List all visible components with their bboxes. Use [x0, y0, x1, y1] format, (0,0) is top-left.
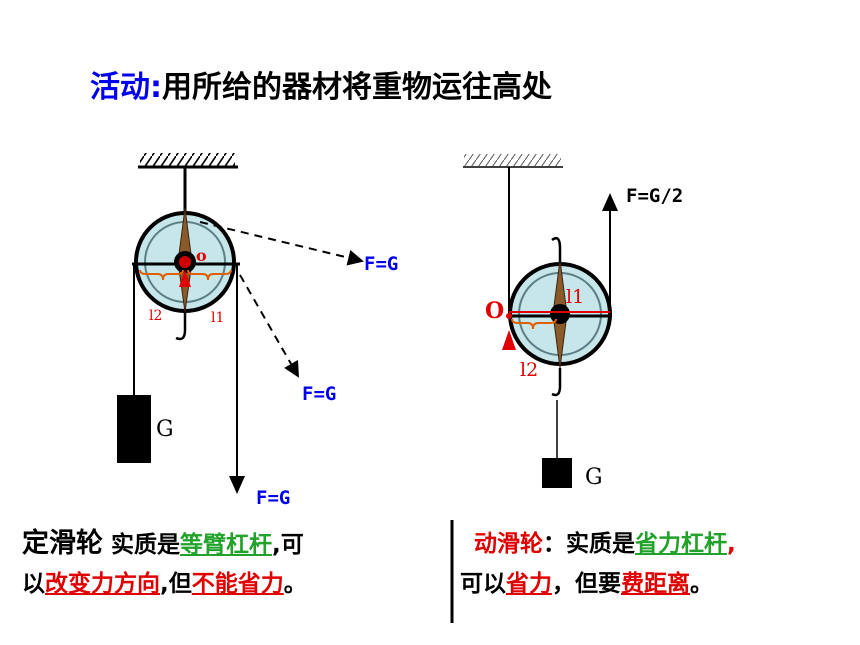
fixed-pulley-name: 定滑轮 [22, 528, 103, 559]
summary-left-line2: 以改变力方向,但不能省力。 [22, 566, 307, 604]
movable-force-label: F=G/2 [626, 185, 683, 207]
fixed-force-label-3: F=G [256, 487, 290, 509]
fixed-force-label-1: F=G [364, 253, 398, 275]
fixed-arm-brace-left [139, 269, 184, 281]
summary-left-change-direction: 改变力方向 [45, 571, 160, 597]
title-colon: : [150, 70, 162, 105]
summary-left-t4: 以 [22, 571, 45, 597]
movable-top-hook [551, 237, 562, 262]
summary-right-line1: 动滑轮：实质是省力杠杆, [474, 526, 736, 564]
page-title: 活动:用所给的器材将重物运往高处 [90, 62, 552, 106]
fixed-force-line-diagonal [239, 274, 299, 378]
movable-ceiling-hatch [464, 154, 561, 166]
summary-left-t3: ,可 [272, 532, 304, 558]
movable-arm-brace [511, 318, 557, 330]
summary-right-force-saving-lever: 省力杠杆 [635, 531, 727, 557]
fixed-arm-l2-label: l2 [149, 308, 162, 324]
summary-right-t4: 可以 [460, 571, 506, 597]
fixed-weight-block [117, 395, 151, 463]
summary-right-t3: , [727, 531, 736, 557]
summary-right-line2: 可以省力，但要费距离。 [460, 566, 713, 604]
fixed-fulcrum-marker [179, 270, 191, 287]
fixed-pivot-label: o [196, 246, 207, 265]
movable-arm-l1-label: l1 [566, 286, 584, 308]
summary-left-t1: 实质是 [111, 532, 181, 558]
movable-pivot-label: O [485, 298, 504, 324]
fixed-ceiling-hatch [140, 153, 235, 166]
summary-right-save-force: 省力 [506, 571, 552, 597]
summary-right-t1: ：实质是 [543, 531, 635, 557]
title-rest: 用所给的器材将重物运往高处 [162, 70, 552, 105]
summary-left-t8: 。 [283, 571, 307, 597]
summary-right-t6: ，但要 [552, 571, 621, 597]
summary-right-t8: 。 [690, 571, 713, 597]
summary-left-t6: ,但 [160, 571, 192, 597]
summary-left-no-save-force: 不能省力 [191, 571, 284, 597]
summary-right-cost-distance: 费距离 [621, 571, 690, 597]
movable-arm-l2-label: l2 [520, 359, 538, 381]
movable-bottom-hook [551, 368, 562, 397]
fixed-pulley-group: o l2 l1 G F=G F=G F=G [117, 153, 398, 509]
movable-weight-block [542, 458, 572, 488]
movable-fulcrum-marker [502, 330, 516, 350]
fixed-weight-label: G [156, 417, 174, 442]
movable-weight-label: G [585, 465, 603, 490]
fixed-arm-brace-right [187, 269, 232, 281]
fixed-force-label-2: F=G [302, 383, 336, 405]
movable-pulley-group: O l1 l2 G F=G/2 [463, 154, 683, 490]
summary-left-line1: 定滑轮 实质是等臂杠杆,可 [22, 526, 304, 565]
fixed-arm-l1-label: l1 [211, 310, 224, 326]
movable-pulley-name: 动滑轮 [474, 531, 543, 557]
summary-left-equal-arm: 等臂杠杆 [180, 532, 273, 558]
fixed-hook [175, 312, 187, 341]
title-prefix: 活动 [90, 70, 150, 105]
